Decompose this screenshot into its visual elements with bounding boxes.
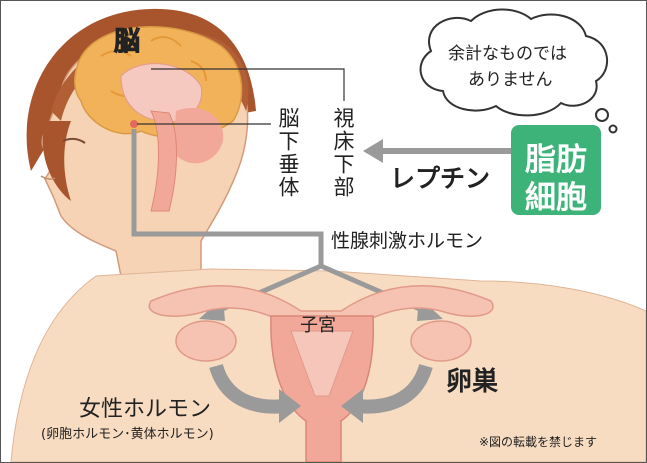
pituitary-label: 脳下垂体 — [275, 107, 301, 199]
uterus-label: 子宮 — [300, 311, 336, 337]
ovary-left — [176, 321, 236, 361]
pituitary-dot — [130, 120, 138, 128]
thought-dot-2 — [610, 126, 617, 133]
hypothalamus-label: 視床下部 — [330, 107, 356, 199]
ovary-right — [411, 321, 471, 361]
ovary-label: 卵巣 — [446, 361, 498, 398]
leptin-label: レプチン — [390, 159, 490, 195]
copyright-notice: ※図の転載を禁じます — [479, 433, 597, 450]
female-hormone-label: 女性ホルモン — [79, 391, 211, 423]
brain-label: 脳 — [114, 21, 140, 58]
female-hormone-sublabel: (卵胞ホルモン･黄体ホルモン) — [41, 423, 214, 442]
fat-cell-label-2: 細胞 — [525, 172, 587, 217]
thought-dot-1 — [596, 109, 608, 121]
gonadotropin-label: 性腺刺激ホルモン — [331, 226, 483, 253]
thought-text-2: ありません — [468, 65, 553, 90]
leptin-arrowhead — [363, 139, 383, 163]
thought-text-1: 余計なものでは — [448, 39, 567, 64]
